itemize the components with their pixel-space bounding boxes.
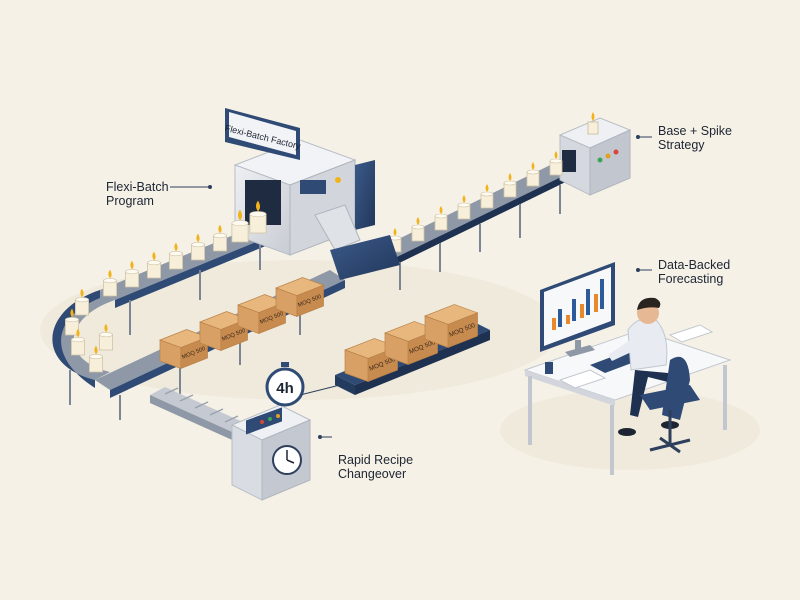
callout-rapid-recipe-changeover: Rapid Recipe Changeover <box>338 453 414 481</box>
candle-icon <box>75 288 90 316</box>
base-spike-station <box>558 112 632 196</box>
candle-icon <box>503 173 517 198</box>
candle-icon <box>549 151 563 176</box>
callout-flexi-batch-program: Flexi-Batch Program <box>106 180 169 208</box>
candle-icon <box>212 224 227 252</box>
analyst-person <box>608 297 679 436</box>
candle-icon <box>457 195 471 220</box>
moq-box: MOQ 500 <box>424 304 479 349</box>
candle-icon <box>168 242 183 270</box>
flexi-batch-factory-machine <box>225 108 400 280</box>
callout-data-backed-forecasting: Data-Backed Forecasting <box>658 258 731 286</box>
callout-base-spike-strategy: Base + Spike Strategy <box>658 124 733 152</box>
candle-icon <box>231 209 249 243</box>
candle-icon <box>103 269 118 297</box>
monitor-icon <box>540 262 615 357</box>
stopwatch-icon <box>265 362 305 407</box>
candle-icon <box>125 260 140 288</box>
moq-box: MOQ 500 <box>275 277 325 318</box>
candle-icon <box>146 251 161 279</box>
chair-icon <box>640 356 700 454</box>
callout-leaders <box>170 135 652 439</box>
candle-icon <box>480 184 494 209</box>
candle-icon <box>249 200 267 234</box>
moq-box: MOQ 500 <box>159 329 209 370</box>
timer-label: 4h <box>276 380 294 397</box>
candle-icon <box>99 323 114 351</box>
candles-upper <box>388 151 563 253</box>
candle-icon <box>89 345 104 373</box>
candle-icon <box>65 308 80 336</box>
candles-main <box>65 200 267 373</box>
clock-icon <box>272 445 302 475</box>
candle-icon <box>71 328 86 356</box>
candle-icon <box>190 233 205 261</box>
desk-papers <box>545 324 714 389</box>
moq-box: MOQ 500 <box>199 311 249 352</box>
candle-icon <box>434 206 448 231</box>
candle-icon <box>526 162 540 187</box>
candle-icon <box>411 217 425 242</box>
